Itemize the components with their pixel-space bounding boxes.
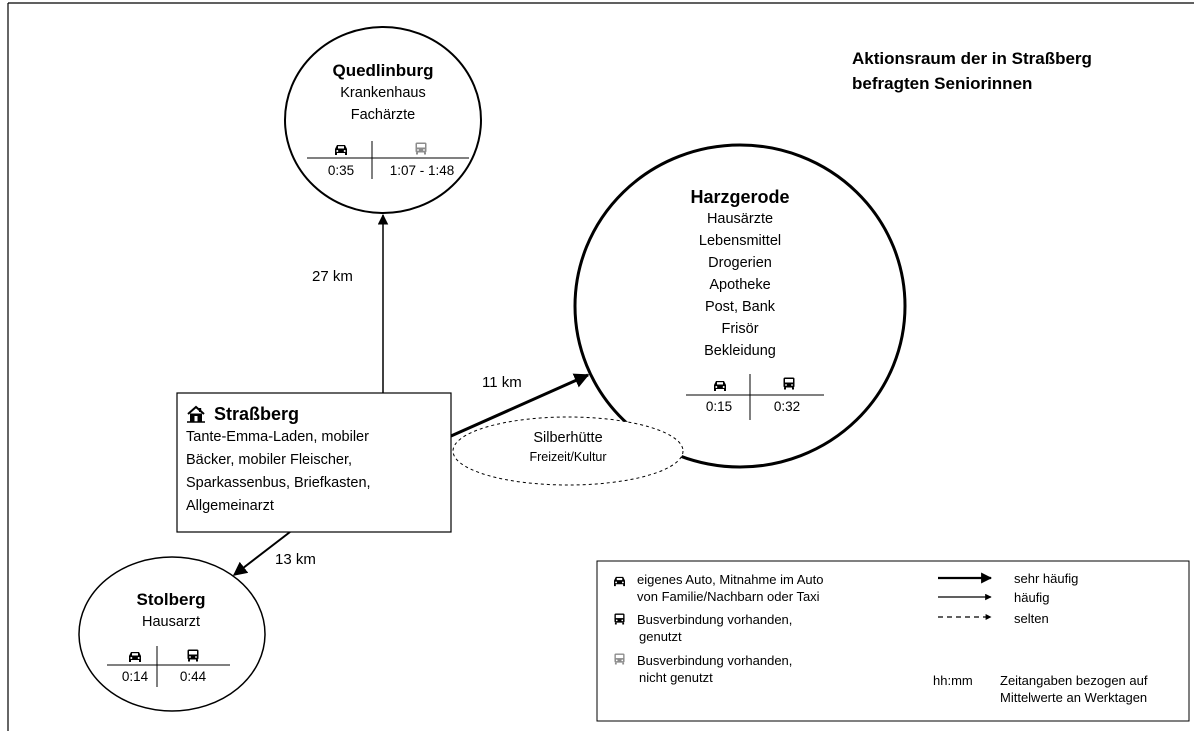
silberhuette-node: Silberhütte Freizeit/Kultur [498, 428, 638, 466]
quedlinburg-car-time: 0:35 [327, 163, 355, 178]
distance-label-harzgerode: 11 km [482, 374, 522, 391]
stolberg-car-time: 0:14 [121, 669, 149, 684]
legend-bus-used-line: Busverbindung vorhanden, [637, 612, 793, 627]
strassberg-service: Tante-Emma-Laden, mobiler [186, 429, 369, 445]
quedlinburg-circle [284, 26, 482, 214]
legend-bus-not-used-line: nicht genutzt [639, 670, 713, 685]
legend-bus-used: Busverbindung vorhanden, genutzt [637, 611, 792, 645]
strassberg-service: Bäcker, mobiler Fleischer, [186, 452, 353, 468]
title-line-2: befragten Seniorinnen [852, 74, 1033, 93]
quedlinburg-node: Quedlinburg Krankenhaus Fachärzte [300, 60, 466, 126]
legend-car: eigenes Auto, Mitnahme im Auto von Famil… [637, 571, 823, 605]
stolberg-circle [78, 556, 266, 712]
harzgerode-service: Drogerien [708, 255, 772, 271]
strassberg-name: Straßberg [214, 404, 300, 424]
bus-not-used-icon [415, 142, 427, 160]
legend-time-code: hh:mm [933, 673, 973, 688]
quedlinburg-name: Quedlinburg [332, 61, 434, 80]
car-icon [334, 143, 348, 161]
arrow-to-harzgerode [450, 373, 590, 438]
harzgerode-name: Harzgerode [690, 187, 790, 207]
harzgerode-service: Lebensmittel [698, 233, 782, 249]
legend-freq-often: häufig [1014, 590, 1050, 605]
stolberg-service: Hausarzt [141, 614, 201, 630]
harzgerode-node: Harzgerode Hausärzte Lebensmittel Droger… [660, 186, 820, 362]
legend-box [596, 560, 1190, 722]
silberhuette-service: Freizeit/Kultur [529, 450, 607, 464]
distance-label-quedlinburg: 27 km [312, 268, 353, 285]
legend-bus-not-used: Busverbindung vorhanden, nicht genutzt [637, 652, 792, 686]
stolberg-name: Stolberg [136, 590, 206, 609]
stolberg-bus-time: 0:44 [179, 669, 207, 684]
title-line-1: Aktionsraum der in Straßberg [852, 49, 1092, 68]
car-icon [128, 650, 142, 668]
strassberg-service: Allgemeinarzt [186, 498, 274, 514]
arrow-to-stolberg [232, 531, 291, 576]
home-icon [186, 405, 206, 423]
strassberg-node: Straßberg Tante-Emma-Laden, mobiler Bäck… [186, 402, 448, 518]
legend-bus-used-line: genutzt [639, 629, 682, 644]
quedlinburg-service: Fachärzte [350, 107, 416, 123]
legend-time-desc: Zeitangaben bezogen auf Mittelwerte an W… [1000, 672, 1147, 706]
car-icon [613, 574, 626, 592]
legend-bus-not-used-line: Busverbindung vorhanden, [637, 653, 793, 668]
legend-time-desc-line: Zeitangaben bezogen auf [1000, 673, 1148, 688]
harzgerode-service: Post, Bank [704, 299, 776, 315]
harzgerode-circle [573, 143, 907, 469]
silberhuette-ellipse [452, 416, 684, 486]
distance-label-stolberg: 13 km [275, 551, 316, 568]
harzgerode-service: Frisör [721, 321, 759, 337]
strassberg-service: Sparkassenbus, Briefkasten, [186, 475, 371, 491]
strassberg-box [176, 392, 452, 533]
harzgerode-service: Hausärzte [706, 211, 774, 227]
quedlinburg-service: Krankenhaus [340, 85, 426, 101]
diagram-title: Aktionsraum der in Straßberg befragten S… [852, 46, 1092, 96]
harzgerode-service: Apotheke [709, 277, 771, 293]
harzgerode-car-time: 0:15 [705, 399, 733, 414]
car-icon [713, 379, 727, 397]
silberhuette-name: Silberhütte [533, 430, 603, 446]
legend-car-line: eigenes Auto, Mitnahme im Auto [637, 572, 824, 587]
harzgerode-service: Bekleidung [704, 343, 776, 359]
legend-freq-very: sehr häufig [1014, 571, 1079, 586]
legend-time-desc-line: Mittelwerte an Werktagen [1000, 690, 1148, 705]
harzgerode-bus-time: 0:32 [773, 399, 801, 414]
bus-not-used-icon [614, 652, 625, 670]
quedlinburg-bus-time: 1:07 - 1:48 [389, 163, 455, 178]
bus-used-icon [783, 377, 795, 395]
stolberg-node: Stolberg Hausarzt [96, 589, 246, 633]
bus-used-icon [187, 649, 199, 667]
legend-car-line: von Familie/Nachbarn oder Taxi [637, 589, 820, 604]
bus-used-icon [614, 612, 625, 630]
legend-freq-rare: selten [1014, 611, 1049, 626]
